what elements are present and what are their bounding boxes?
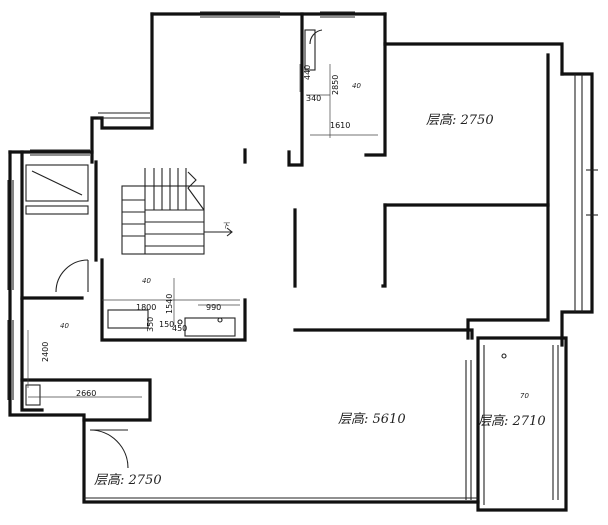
dim-2660: 2660 xyxy=(76,389,96,398)
outer-walls xyxy=(8,12,594,512)
dim-350: 350 xyxy=(146,317,155,332)
dim-2850: 2850 xyxy=(331,75,340,95)
dim-150: 150 xyxy=(159,320,174,329)
room-label-balcony: 层高: 2710 xyxy=(478,414,546,429)
room-label-main-hall: 层高: 5610 xyxy=(338,412,406,427)
staircase xyxy=(121,168,233,255)
drain-mark-3: 40 xyxy=(60,322,69,330)
interior-walls xyxy=(20,148,550,422)
dim-2400: 2400 xyxy=(41,342,50,362)
room-label-upper-right: 层高: 2750 xyxy=(426,113,494,128)
dim-1540: 1540 xyxy=(165,294,174,314)
doors xyxy=(55,29,323,469)
dim-340: 340 xyxy=(306,94,321,103)
dimension-lines xyxy=(27,64,378,398)
fixtures xyxy=(25,29,507,406)
drain-mark-4: 70 xyxy=(520,392,529,400)
room-label-lower-left: 层高: 2750 xyxy=(94,473,162,488)
windows xyxy=(7,11,598,505)
dim-450: 450 xyxy=(172,324,187,333)
stair-arrow-label: 下 xyxy=(222,222,230,230)
dim-1610: 1610 xyxy=(330,121,350,130)
dim-990: 990 xyxy=(206,303,221,312)
drain-mark-1: 40 xyxy=(352,82,361,90)
drain-mark-2: 40 xyxy=(142,277,151,285)
dim-440: 440 xyxy=(303,65,312,80)
dim-1800: 1800 xyxy=(136,303,156,312)
